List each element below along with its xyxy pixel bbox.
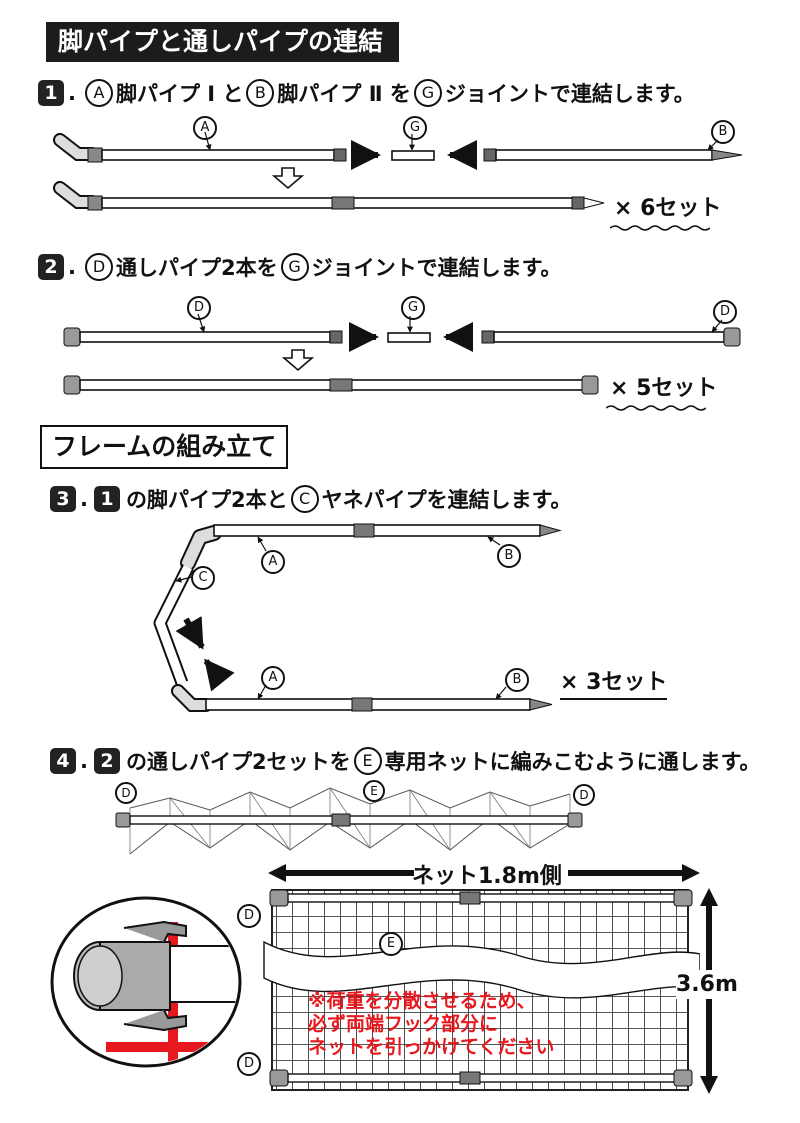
quantity-label-step-3: × 3セット xyxy=(560,664,668,700)
net-break-band xyxy=(263,940,700,999)
step-text: ジョイントで連結します。 xyxy=(311,256,562,280)
upper-leg-pipe-assembly xyxy=(180,523,562,571)
joint-g xyxy=(391,150,435,161)
label-d: D xyxy=(115,782,137,804)
through-pipe-d-right xyxy=(481,327,741,347)
leg-pipe-b xyxy=(483,148,743,162)
step-number: 2 xyxy=(38,254,64,280)
part-label: E xyxy=(353,747,382,775)
net-height-label: 3.6m xyxy=(676,970,738,999)
label-d: D xyxy=(713,300,737,324)
step-text: ジョイントで連結します。 xyxy=(444,82,695,106)
insert-arrow-icon xyxy=(175,616,205,650)
label-g: G xyxy=(403,116,427,140)
net-width-label: ネット1.8m側 xyxy=(412,864,562,889)
step-2-instruction: 2. D 通しパイプ2本を G ジョイントで連結します。 xyxy=(38,252,562,282)
step-1-instruction: 1. A 脚パイプ Ⅰ と B 脚パイプ Ⅱ を G ジョイントで連結します。 xyxy=(38,78,695,108)
part-label: B xyxy=(246,79,275,107)
assembled-leg-pipe xyxy=(53,181,605,211)
lower-leg-pipe-assembly xyxy=(171,684,553,712)
step-text: の脚パイプ2本と xyxy=(125,488,288,512)
quantity-label-step-1: × 6セット xyxy=(610,190,722,231)
label-g: G xyxy=(401,296,425,320)
note-line: ※荷重を分散させるため、 xyxy=(308,990,536,1012)
step-4-instruction: 4. 2 の通しパイプ2セットを E 専用ネットに編みこむように通します。 xyxy=(50,746,761,776)
note-line: 必ず両端フック部分に xyxy=(308,1013,499,1035)
step-3-diagram xyxy=(153,523,562,712)
net-diagram xyxy=(263,889,700,1091)
step-1-diagram xyxy=(53,131,743,211)
step-3-instruction: 3. 1 の脚パイプ2本と C ヤネパイプを連結します。 xyxy=(50,484,572,514)
section-title-connection: 脚パイプと通しパイプの連結 xyxy=(46,22,400,62)
label-a: A xyxy=(261,666,285,690)
label-c: C xyxy=(191,566,215,590)
through-pipe-top xyxy=(287,893,681,903)
leg-pipe-a xyxy=(53,133,347,163)
step-text: 脚パイプ Ⅱ を xyxy=(277,82,411,106)
quantity-text: × 5セット xyxy=(610,376,718,401)
part-label: C xyxy=(290,485,319,513)
label-b: B xyxy=(711,120,735,144)
step-text: 脚パイプ Ⅰ と xyxy=(115,82,244,106)
quantity-label-step-2: × 5セット xyxy=(606,370,718,411)
part-label: D xyxy=(84,253,113,281)
label-e: E xyxy=(379,932,403,956)
section-title-frame: フレームの組み立て xyxy=(40,425,289,469)
down-arrow-icon xyxy=(281,349,315,372)
insert-arrow-icon xyxy=(203,658,235,692)
quantity-text: × 3セット xyxy=(560,670,668,695)
label-d: D xyxy=(187,296,211,320)
part-label: A xyxy=(84,79,113,107)
label-d: D xyxy=(237,904,261,928)
step-text: 専用ネットに編みこむように通します。 xyxy=(384,750,761,774)
step-number: 3 xyxy=(50,486,76,512)
hook-detail-magnifier xyxy=(50,896,242,1068)
step-reference: 2 xyxy=(93,748,120,774)
label-a: A xyxy=(261,550,285,574)
label-d: D xyxy=(237,1052,261,1076)
joint-g xyxy=(387,332,431,343)
label-e: E xyxy=(363,780,385,802)
label-d: D xyxy=(573,784,595,806)
step-number: 4 xyxy=(50,748,76,774)
part-label: G xyxy=(280,253,309,281)
down-arrow-icon xyxy=(271,167,305,190)
through-pipe-bottom xyxy=(287,1073,681,1083)
label-b: B xyxy=(505,668,529,692)
step-text: 通しパイプ2本を xyxy=(115,256,278,280)
quantity-text: × 6セット xyxy=(614,196,722,221)
arrow-right-icon xyxy=(568,864,700,882)
step-reference: 1 xyxy=(93,486,120,512)
note-line: ネットを引っかけてください xyxy=(308,1036,555,1058)
weaving-diagram xyxy=(115,787,583,855)
label-b: B xyxy=(497,544,521,568)
net-warning-note: ※荷重を分散させるため、 必ず両端フック部分に ネットを引っかけてください xyxy=(308,990,554,1059)
step-number: 1 xyxy=(38,80,64,106)
assembled-through-pipe xyxy=(63,375,599,395)
step-text: の通しパイプ2セットを xyxy=(125,750,351,774)
step-text: ヤネパイプを連結します。 xyxy=(321,488,572,512)
width-dimension xyxy=(268,864,700,882)
arrow-left-icon xyxy=(268,864,414,882)
part-label: G xyxy=(413,79,442,107)
label-a: A xyxy=(193,116,217,140)
